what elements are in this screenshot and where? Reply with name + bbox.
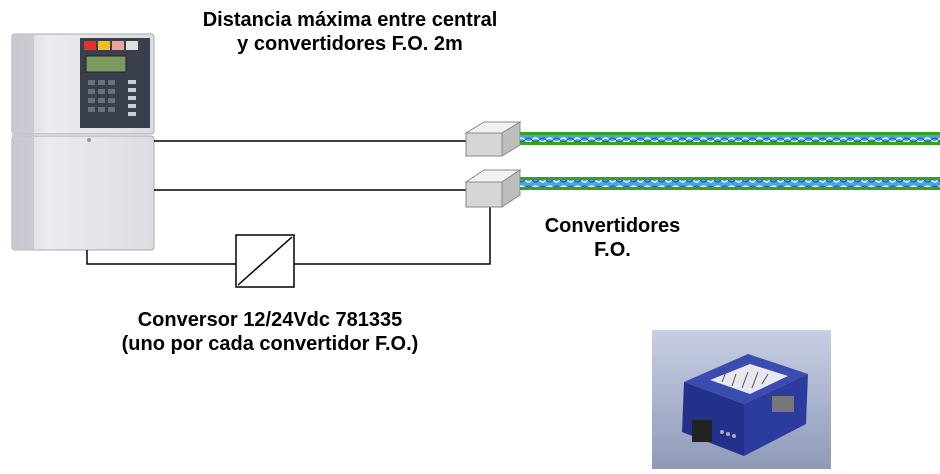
title-line-1: Distancia máxima entre central [202,9,498,31]
converters-label: Convertidores F.O. [505,214,720,262]
fiber-cable-lower [520,177,940,190]
panel-red-led [84,41,96,50]
diagram-title: Distancia máxima entre central y convert… [150,8,550,56]
terminal-block-icon [692,420,712,442]
fo-converter-lower [464,169,522,208]
panel-yellow-led [98,41,110,50]
dc-converter-symbol [235,234,295,288]
converter-module-photo [652,330,831,469]
converters-label-line-1: Convertidores [544,215,681,237]
connector-icon [772,396,794,412]
conversor-label-line-1: Conversor 12/24Vdc 781335 [137,309,403,331]
title-line-2: y convertidores F.O. 2m [237,33,463,55]
control-panel [11,33,155,251]
converters-label-line-2: F.O. [594,239,631,261]
connection-wires [86,140,491,265]
fiber-cable-upper [520,132,940,145]
panel-keypad-icon [88,80,115,112]
panel-display [85,55,127,73]
conversor-label: Conversor 12/24Vdc 781335 (uno por cada … [70,308,470,356]
fo-converter-upper [464,121,522,157]
wire-power-out [294,207,491,265]
wire-power-in [86,250,236,265]
conversor-label-line-2: (uno por cada convertidor F.O.) [121,333,419,355]
